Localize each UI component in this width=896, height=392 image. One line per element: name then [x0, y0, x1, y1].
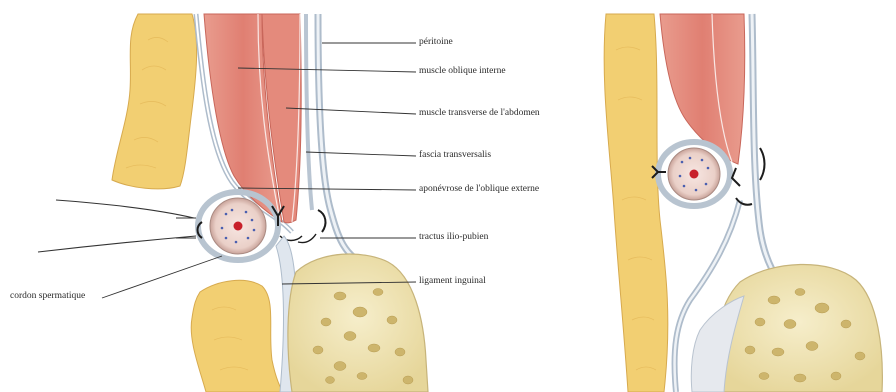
- label-ligament: ligament inguinal: [419, 277, 486, 287]
- right-pubic-bone: [715, 264, 883, 392]
- right-subcutaneous-fat: [604, 14, 668, 392]
- label-fascia: fascia transversalis: [419, 151, 491, 161]
- left-panel: [38, 14, 428, 392]
- label-transverse: muscle transverse de l'abdomen: [419, 109, 540, 119]
- right-spermatic-cord: [658, 142, 730, 206]
- label-aponevrose: aponévrose de l'oblique externe: [419, 185, 539, 195]
- label-peritoine: péritoine: [419, 38, 453, 48]
- label-cordon: cordon spermatique: [10, 292, 85, 302]
- label-oblique-interne: muscle oblique interne: [419, 67, 506, 77]
- subcutaneous-fat-lower: [191, 280, 284, 392]
- right-panel: [604, 14, 882, 392]
- retractor-lines: [38, 200, 196, 252]
- pubic-bone: [288, 254, 428, 392]
- spermatic-cord: [198, 192, 278, 260]
- label-tractus: tractus ilio-pubien: [419, 233, 488, 243]
